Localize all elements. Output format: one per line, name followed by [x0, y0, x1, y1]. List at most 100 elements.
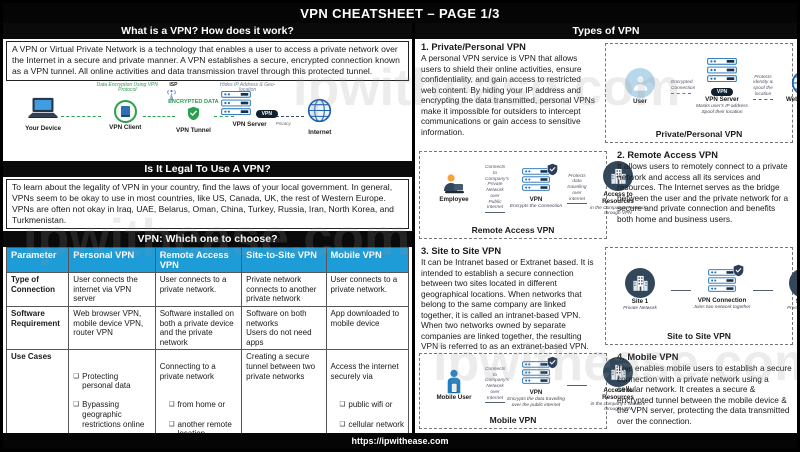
vpn-server-node: VPN VPN Server Masks user's IP address S…	[693, 58, 751, 115]
user-icon	[625, 68, 655, 99]
connector-line	[567, 203, 587, 205]
col-header-site: Site-to-Site VPN	[241, 247, 327, 274]
table-cell: ❑Protecting personal data ❑Bypassing geo…	[68, 349, 156, 449]
node-label: Access to Resources	[602, 386, 634, 401]
table-cell: User connects the internet via VPN serve…	[68, 272, 156, 307]
table-cell: Access the internet securely via ❑ public…	[325, 349, 410, 449]
vpn-tunnel-label: VPN Tunnel	[176, 126, 211, 134]
use-case-intro: Access the internet securely via	[330, 361, 399, 381]
server-stack-icon	[707, 58, 737, 87]
shield-icon	[547, 163, 558, 176]
connector-line	[753, 289, 773, 291]
legal-text: To learn about the legality of VPN in yo…	[6, 178, 409, 230]
type-section-private-vpn: 1. Private/Personal VPN A personal VPN s…	[415, 39, 797, 147]
connector-line	[213, 115, 234, 117]
use-case-item: Protecting personal data	[82, 371, 131, 391]
vpn-flow-diagram: Data Encryption Using VPN Protocol ISP H…	[7, 81, 408, 161]
content-columns: What is a VPN? How does it work? A VPN o…	[3, 23, 797, 449]
vpn-shield-icon	[187, 106, 200, 121]
isp-label: ISP	[169, 81, 178, 88]
shield-icon	[547, 356, 558, 369]
vpn-server-label: VPN Server	[232, 120, 267, 128]
section-header-legal: Is It Legal To Use A VPN?	[3, 160, 412, 177]
building-icon	[625, 268, 655, 299]
remote-access-vpn-diagram: Employee Connects to Company's Private N…	[419, 151, 646, 239]
edge-label: Protects identity & spoof the location	[753, 74, 773, 97]
use-case-item: public wifi or	[348, 400, 393, 410]
vpn-client-label: VPN Client	[109, 123, 142, 131]
edge	[669, 289, 693, 291]
building-icon	[789, 268, 797, 299]
vpn-node: VPN Encrypts the data travelling over th…	[507, 361, 565, 408]
internet-label: Internet	[308, 128, 332, 136]
footer-url[interactable]: https://ipwithease.com	[3, 433, 797, 449]
type-section-mobile-vpn: Mobile User Connects to Company's Networ…	[415, 349, 797, 433]
connector-line	[485, 402, 505, 404]
shield-icon	[733, 264, 744, 277]
node-subtext: in the Company's Network through VPN	[590, 205, 646, 217]
node-subtext: in the company's Network through VPN	[590, 401, 646, 413]
data-encryption-note: Data Encryption Using VPN Protocol	[96, 81, 158, 94]
edge: Connects to Company's Network over Inter…	[483, 367, 509, 404]
hides-ip-note: Hides IP Address & Geo-location	[219, 81, 276, 94]
building-icon	[603, 160, 633, 191]
private-vpn-diagram: User Encrypted Connection VPN VPN Server	[605, 43, 797, 143]
right-column: Types of VPN 1. Private/Personal VPN A p…	[415, 23, 797, 433]
node-label: Site 2	[795, 298, 800, 306]
edge-label: Connects to Company's Private Network ov…	[485, 165, 509, 211]
your-device-node: Your Device	[8, 97, 78, 132]
section-body: A personal VPN service is VPN that allow…	[421, 53, 595, 137]
site-to-site-vpn-diagram: Site 1 Private Network VPN Connection Jo…	[605, 247, 797, 345]
edge	[565, 384, 589, 386]
table-header-row: Parameter Personal VPN Remote Access VPN…	[5, 247, 410, 274]
table-cell: Software on both networks Users do not n…	[241, 305, 327, 351]
connector-line	[671, 289, 691, 291]
user-node: User	[611, 68, 669, 106]
connector-line	[671, 92, 691, 94]
privacy-note: Privacy	[275, 120, 291, 126]
edge: Connects to Company's Private Network ov…	[483, 165, 509, 213]
node-label: Mobile User	[436, 393, 472, 401]
connector-line	[567, 384, 587, 386]
web-access-globe-icon	[791, 70, 800, 96]
internet-globe-icon	[307, 98, 332, 123]
vpn-tunnel-node: ENCRYPTED DATA VPN Tunnel	[158, 95, 228, 134]
node-subtext: Private Network	[787, 306, 800, 312]
laptop-icon	[26, 97, 60, 119]
use-case-item: Bypassing geographic restrictions online	[82, 400, 145, 429]
building-icon	[603, 356, 633, 387]
table-cell: Software Requirement	[5, 305, 70, 351]
table-cell: Connecting to a private network ❑from ho…	[154, 349, 243, 449]
vpn-client-node: VPN Client	[90, 98, 160, 131]
connector-line	[265, 115, 304, 117]
checkbox-bullet-icon: ❑	[339, 420, 346, 428]
node-label: User	[633, 98, 647, 106]
node-label: Web Access	[785, 96, 799, 104]
section-title: 1. Private/Personal VPN	[421, 42, 526, 52]
checkbox-bullet-icon: ❑	[168, 401, 175, 409]
what-is-vpn-text: A VPN or Virtual Private Network is a te…	[6, 41, 409, 81]
vpn-connection-node: VPN Connection Joins two network togethe…	[693, 269, 751, 311]
edge: Protects data travelling over internet	[565, 174, 589, 205]
node-subtext: Private Network	[623, 306, 657, 312]
edge-label: Encrypted Connection	[671, 80, 696, 91]
table-cell: User connects to a private network.	[325, 272, 410, 307]
section-body: It can be Intranet based or Extranet bas…	[421, 257, 594, 352]
vpn-badge: VPN	[710, 88, 734, 97]
checkbox-bullet-icon: ❑	[73, 372, 80, 380]
mobile-user-icon	[445, 369, 463, 394]
connector-line	[485, 212, 505, 213]
edge	[751, 289, 775, 291]
your-device-label: Your Device	[25, 124, 62, 132]
site1-node: Site 1 Private Network	[611, 268, 669, 312]
access-resources-node: Access to Resources in the Company's Net…	[589, 160, 647, 217]
diagram-caption: Remote Access VPN	[471, 225, 555, 235]
edge-label: Protects data travelling over internet	[567, 173, 587, 202]
use-case-intro: Connecting to a private network	[159, 361, 216, 381]
use-case-item: from home or	[177, 400, 226, 410]
section-header-types-of-vpn: Types of VPN	[415, 23, 797, 39]
access-resources-node: Access to Resources in the company's Net…	[589, 356, 647, 413]
mobile-vpn-text: 4. Mobile VPN This enables mobile users …	[611, 349, 797, 433]
mobile-vpn-diagram: Mobile User Connects to Company's Networ…	[419, 353, 645, 429]
